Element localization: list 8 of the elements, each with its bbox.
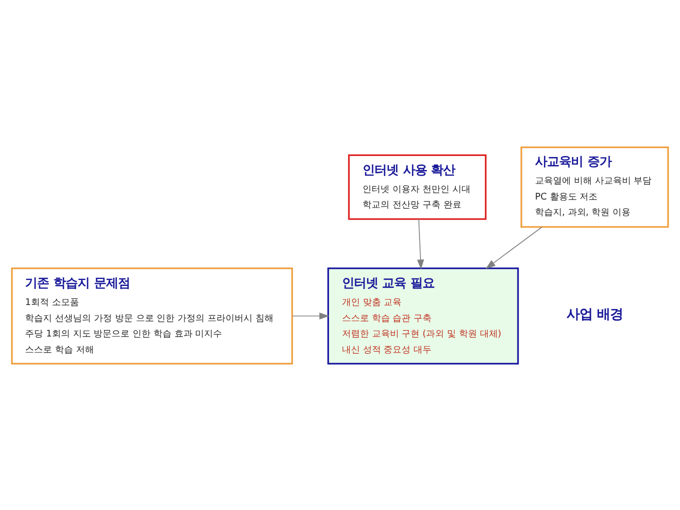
arrow <box>292 312 330 319</box>
node-box: 인터넷 교육 필요 개인 맞춤 교육 스스로 학습 습관 구축 저렴한 교육비 구현 (과외 및 학원 대체) 내신 성적 중요성 대두 <box>327 267 519 364</box>
arrow <box>417 218 424 269</box>
arrow <box>486 226 542 268</box>
node-box: 인터넷 사용 확산 인터넷 이용자 천만인 시대 학교의 전산망 구축 완료 <box>348 154 487 220</box>
node-box: 사교육비 증가 교육열에 비해 사교육비 부담 PC 활용도 저조 학습지, 과외, 학원 이용 <box>520 146 669 228</box>
node-box: 기존 학습지 문제점 1회적 소모품 학습지 선생님의 가정 방문 으로 인한 가정의 프라이버시 침해 주당 1회의 지도 방문으로 인한 학습 효과 미지수 스스로 학습 저해 <box>11 267 293 364</box>
label: 사업 배경 <box>566 306 624 322</box>
